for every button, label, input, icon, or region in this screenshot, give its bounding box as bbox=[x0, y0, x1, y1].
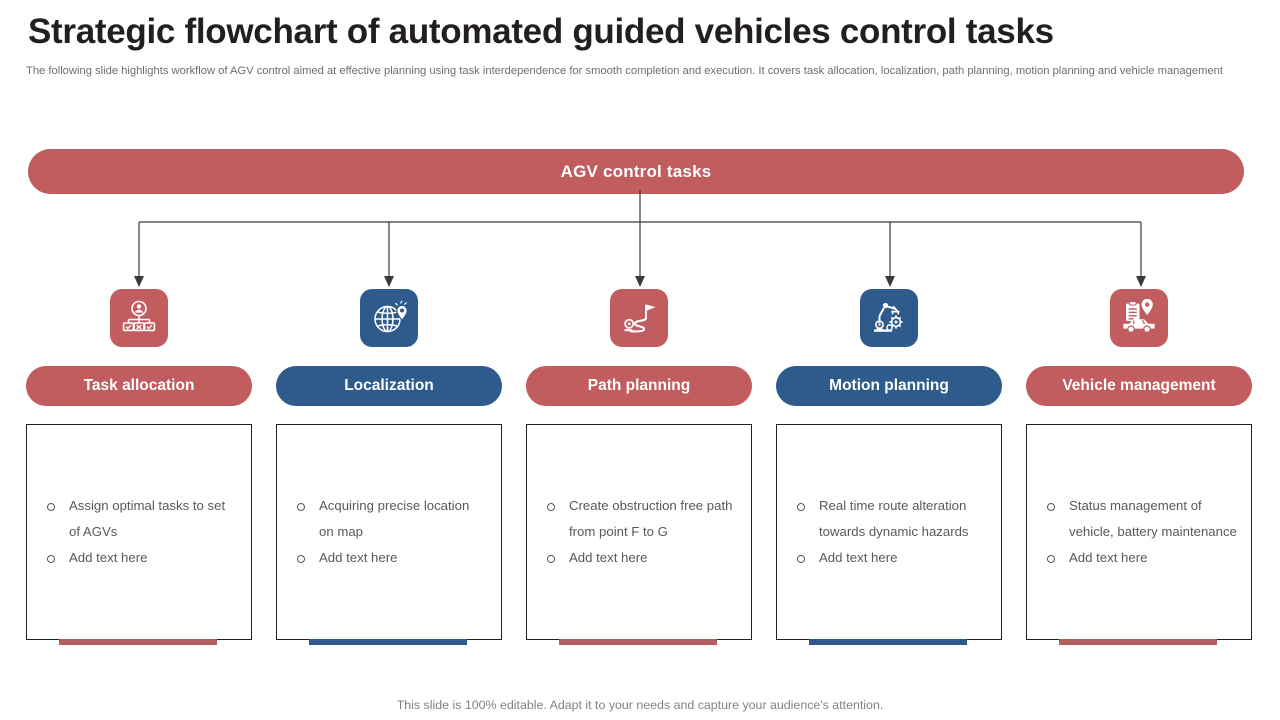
column-motion-planning: Motion planning Real time route alterati… bbox=[764, 286, 1014, 656]
list-item: Create obstruction free path from point … bbox=[543, 493, 737, 545]
card-underline bbox=[809, 639, 967, 645]
footer-note: This slide is 100% editable. Adapt it to… bbox=[396, 698, 884, 712]
bullet-list: Real time route alteration towards dynam… bbox=[777, 493, 1001, 571]
card-localization: Acquiring precise location on map Add te… bbox=[276, 424, 502, 645]
agv-control-tasks-banner[interactable]: AGV control tasks bbox=[28, 149, 1244, 194]
banner-label: AGV control tasks bbox=[560, 161, 712, 181]
list-item: Add text here bbox=[293, 545, 487, 571]
card-path-planning: Create obstruction free path from point … bbox=[526, 424, 752, 645]
list-item: Acquiring precise location on map bbox=[293, 493, 487, 545]
path-flag-icon bbox=[610, 289, 668, 347]
card-vehicle-management: Status management of vehicle, battery ma… bbox=[1026, 424, 1252, 645]
card-underline bbox=[1059, 639, 1217, 645]
column-path-planning: Path planning Create obstruction free pa… bbox=[514, 286, 764, 656]
card-underline bbox=[309, 639, 467, 645]
pill-label: Motion planning bbox=[829, 377, 949, 394]
pill-path-planning[interactable]: Path planning bbox=[526, 366, 752, 406]
page-subtitle: The following slide highlights workflow … bbox=[26, 65, 1223, 77]
robot-arm-gear-icon bbox=[860, 289, 918, 347]
vehicle-clipboard-pin-icon bbox=[1110, 289, 1168, 347]
pill-label: Localization bbox=[344, 377, 434, 394]
task-allocation-icon bbox=[110, 289, 168, 347]
column-task-allocation: Task allocation Assign optimal tasks to … bbox=[14, 286, 264, 656]
bullet-list: Status management of vehicle, battery ma… bbox=[1027, 493, 1251, 571]
list-item: Real time route alteration towards dynam… bbox=[793, 493, 987, 545]
pill-label: Path planning bbox=[587, 377, 691, 394]
pill-localization[interactable]: Localization bbox=[276, 366, 502, 406]
list-item: Add text here bbox=[543, 545, 737, 571]
task-columns: Task allocation Assign optimal tasks to … bbox=[0, 286, 1280, 656]
column-localization: Localization Acquiring precise location … bbox=[264, 286, 514, 656]
card-motion-planning: Real time route alteration towards dynam… bbox=[776, 424, 1002, 645]
pill-motion-planning[interactable]: Motion planning bbox=[776, 366, 1002, 406]
column-vehicle-management: Vehicle management Status management of … bbox=[1014, 286, 1264, 656]
list-item: Status management of vehicle, battery ma… bbox=[1043, 493, 1237, 545]
list-item: Add text here bbox=[43, 545, 237, 571]
card-underline bbox=[59, 639, 217, 645]
connector-lines bbox=[134, 190, 1146, 287]
bullet-list: Create obstruction free path from point … bbox=[527, 493, 751, 571]
bullet-list: Acquiring precise location on map Add te… bbox=[277, 493, 501, 571]
list-item: Add text here bbox=[1043, 545, 1237, 571]
pill-vehicle-management[interactable]: Vehicle management bbox=[1026, 366, 1252, 406]
list-item: Assign optimal tasks to set of AGVs bbox=[43, 493, 237, 545]
page-title: Strategic flowchart of automated guided … bbox=[28, 12, 1054, 51]
bullet-list: Assign optimal tasks to set of AGVs Add … bbox=[27, 493, 251, 571]
pill-label: Vehicle management bbox=[1062, 377, 1216, 394]
pill-label: Task allocation bbox=[83, 377, 195, 394]
pill-task-allocation[interactable]: Task allocation bbox=[26, 366, 252, 406]
globe-location-icon bbox=[360, 289, 418, 347]
list-item: Add text here bbox=[793, 545, 987, 571]
card-underline bbox=[559, 639, 717, 645]
card-task-allocation: Assign optimal tasks to set of AGVs Add … bbox=[26, 424, 252, 645]
